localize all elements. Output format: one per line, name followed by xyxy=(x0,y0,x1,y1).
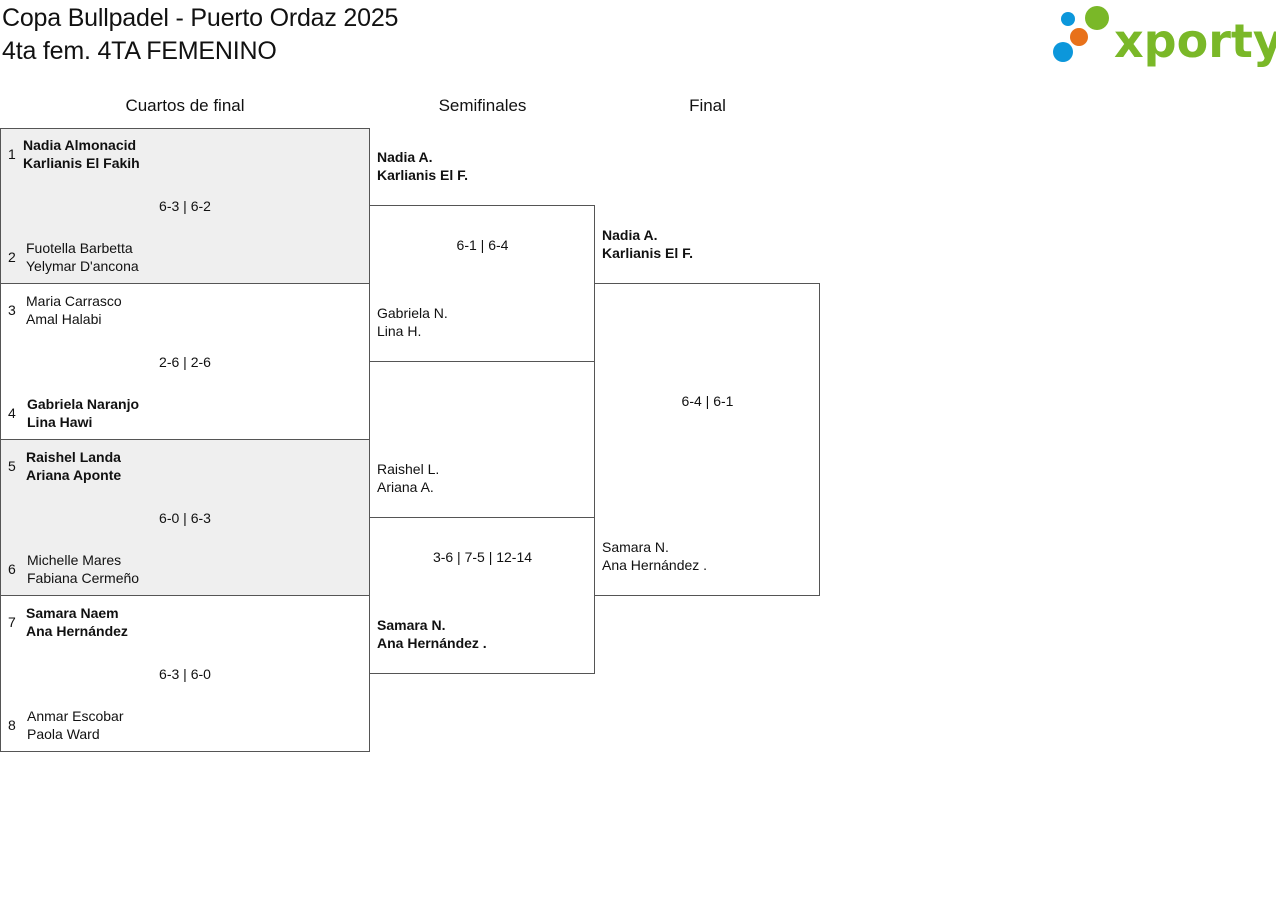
category-title: 4ta fem. 4TA FEMENINO xyxy=(2,37,277,65)
player-name: Samara N. xyxy=(602,539,669,555)
logo-text: xporty xyxy=(1114,14,1276,68)
seed-number: 4 xyxy=(8,405,16,421)
player-name: Raishel Landa xyxy=(26,449,121,465)
team-loser: Gabriela N. Lina H. xyxy=(377,304,448,340)
team-winner: Samara N. Ana Hernández . xyxy=(377,616,487,652)
match-quarterfinal-1 xyxy=(0,128,370,284)
player-name: Ana Hernández . xyxy=(377,635,487,651)
seed-number: 1 xyxy=(8,146,16,162)
player-name: Karlianis El Fakih xyxy=(23,155,140,171)
player-name: Michelle Mares xyxy=(27,552,122,568)
match-score: 6-3 | 6-2 xyxy=(159,198,211,214)
match-score: 6-1 | 6-4 xyxy=(456,237,509,253)
player-name: Lina H. xyxy=(377,323,422,339)
seed-number: 8 xyxy=(8,717,16,733)
player-name: Lina Hawi xyxy=(27,414,93,430)
team-winner: Nadia Almonacid Karlianis El Fakih xyxy=(23,136,140,172)
player-name: Samara N. xyxy=(377,617,446,633)
player-name: Ana Hernández xyxy=(26,623,128,639)
team-loser: Fuotella Barbetta Yelymar D'ancona xyxy=(26,239,139,275)
tournament-title: Copa Bullpadel - Puerto Ordaz 2025 xyxy=(2,4,399,32)
xporty-logo: xporty xyxy=(1053,6,1276,68)
team-loser: Maria Carrasco Amal Halabi xyxy=(26,292,122,328)
team-loser: Samara N. Ana Hernández . xyxy=(602,538,707,574)
player-name: Amal Halabi xyxy=(26,311,102,327)
player-name: Ariana Aponte xyxy=(26,467,122,483)
player-name: Ariana A. xyxy=(377,479,434,495)
player-name: Karlianis El F. xyxy=(377,167,469,183)
player-name: Nadia A. xyxy=(602,227,658,243)
player-name: Samara Naem xyxy=(26,605,119,621)
team-loser: Anmar Escobar Paola Ward xyxy=(27,707,123,743)
team-winner: Nadia A. Karlianis El F. xyxy=(602,226,693,262)
team-winner: Nadia A. Karlianis El F. xyxy=(377,148,468,184)
seed-number: 6 xyxy=(8,561,16,577)
player-name: Yelymar D'ancona xyxy=(26,258,139,274)
seed-number: 2 xyxy=(8,249,16,265)
player-name: Fabiana Cermeño xyxy=(27,570,140,586)
team-loser: Michelle Mares Fabiana Cermeño xyxy=(27,551,139,587)
match-quarterfinal-3 xyxy=(0,439,370,596)
round-header-quarterfinals: Cuartos de final xyxy=(125,96,245,115)
player-name: Anmar Escobar xyxy=(27,708,124,724)
seed-number: 7 xyxy=(8,614,16,630)
team-loser: Raishel L. Ariana A. xyxy=(377,460,439,496)
team-winner: Raishel Landa Ariana Aponte xyxy=(26,448,121,484)
player-name: Gabriela Naranjo xyxy=(27,396,140,412)
player-name: Nadia Almonacid xyxy=(23,137,137,153)
player-name: Nadia A. xyxy=(377,149,433,165)
match-score: 6-4 | 6-1 xyxy=(681,393,734,409)
team-winner: Gabriela Naranjo Lina Hawi xyxy=(27,395,139,431)
match-score: 6-3 | 6-0 xyxy=(159,666,211,682)
player-name: Gabriela N. xyxy=(377,305,448,321)
seed-number: 3 xyxy=(8,302,16,318)
match-final xyxy=(594,283,820,596)
player-name: Ana Hernández . xyxy=(602,557,708,573)
team-winner: Samara Naem Ana Hernández xyxy=(26,604,128,640)
match-score: 3-6 | 7-5 | 12-14 xyxy=(432,549,533,565)
player-name: Maria Carrasco xyxy=(26,293,122,309)
round-header-final: Final xyxy=(689,96,726,115)
player-name: Paola Ward xyxy=(27,726,100,742)
round-header-semifinals: Semifinales xyxy=(438,96,527,115)
match-score: 6-0 | 6-3 xyxy=(159,510,211,526)
seed-number: 5 xyxy=(8,458,16,474)
player-name: Fuotella Barbetta xyxy=(26,240,133,256)
match-score: 2-6 | 2-6 xyxy=(159,354,211,370)
player-name: Raishel L. xyxy=(377,461,440,477)
player-name: Karlianis El F. xyxy=(602,245,694,261)
